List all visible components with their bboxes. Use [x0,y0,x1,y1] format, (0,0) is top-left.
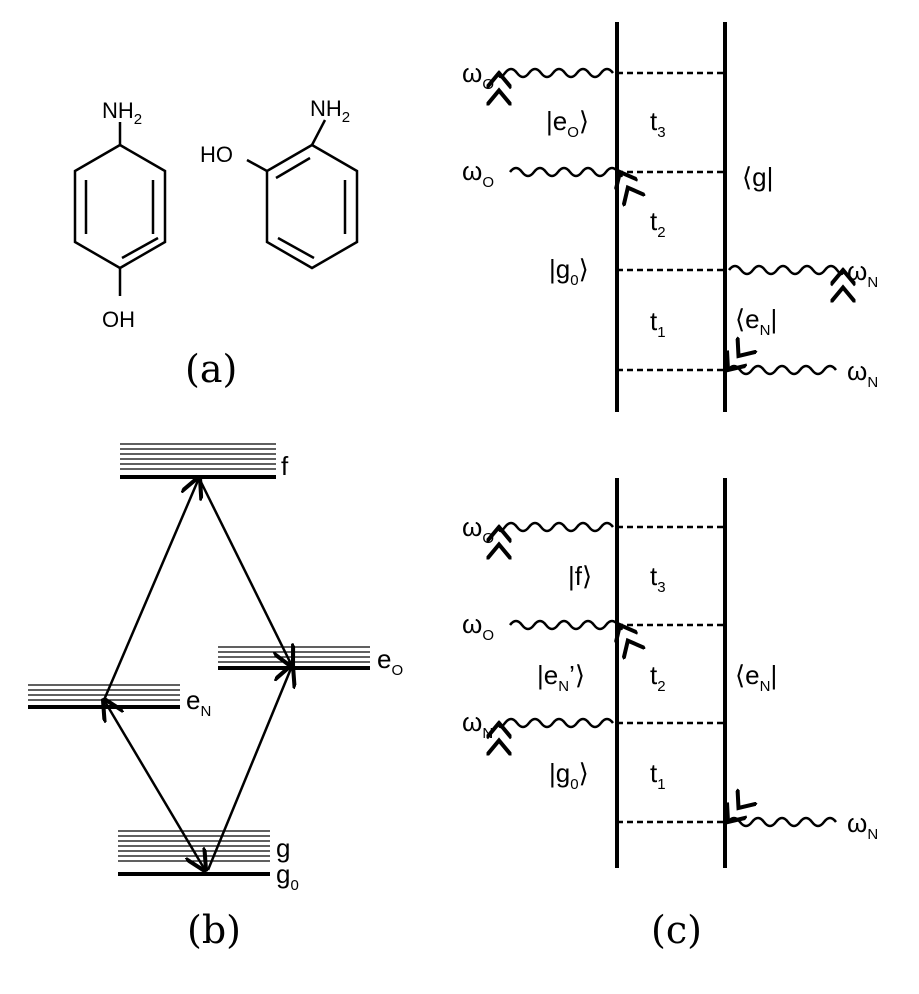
wave-in-omegaO [509,619,622,629]
level-g0-label: g0 [276,859,299,894]
ortho-hydroxyl-label: HO [200,142,233,167]
omegaN-out-label: ωN [462,707,493,742]
bra-eN: ⟨eN| [735,660,777,695]
time-t1: t1 [650,758,666,793]
level-g: g g0 [118,830,299,894]
omegaO-out-label: ωO [462,512,494,547]
time-t3: t3 [650,561,666,596]
ket-g0: |g0⟩ [549,758,589,793]
panel-a: NH2 OH NH2 HO (a) [73,96,359,391]
ket-g0: |g0⟩ [549,254,589,289]
omegaO-out-label: ωO [462,58,494,93]
omegaN-in-label: ωN [847,356,878,391]
panel-b-label: (b) [187,908,241,952]
omegaO-in-label: ωO [462,609,494,644]
ket-eO: |eO⟩ [546,106,589,141]
bra-g: ⟨g| [742,162,773,192]
level-eO-label: eO [377,644,403,679]
time-t2: t2 [650,660,666,695]
ortho-amine-label: NH2 [310,96,350,126]
level-g-label: g [276,833,290,863]
arrow-eO-g0 [206,666,292,871]
wave-in-omegaN [728,818,837,828]
transition-arrows [104,478,292,870]
arrow-f-eO [197,477,292,666]
panel-b: f eN eO g g0 [28,443,403,952]
ortho-aminophenol: NH2 HO [200,96,359,270]
wave-out-omegaN [499,717,614,727]
level-eN: eN [28,684,211,720]
time-t3: t3 [650,106,666,141]
arrow-g0-eN [104,700,205,870]
level-f: f [120,443,289,481]
bra-eN: ⟨eN| [735,304,777,339]
wave-out-omegaO [499,67,614,77]
omegaO-in-label: ωO [462,156,494,191]
feynman-diagram-top: ωO ωO ωN ωN |eO⟩ |g0⟩ ⟨g| ⟨eN| t3 t2 t1 [462,22,878,412]
panel-a-label: (a) [185,347,237,391]
time-t1: t1 [650,306,666,341]
time-t2: t2 [650,206,666,241]
level-eN-label: eN [186,685,211,720]
omegaN-out-label: ωN [847,256,878,291]
wave-out-omegaN [728,264,843,274]
omegaN-in-label: ωN [847,808,878,843]
arrow-eN-f [102,478,199,701]
para-amine-label: NH2 [102,98,142,128]
level-f-label: f [281,451,289,481]
ket-eN-prime: |eN’⟩ [537,660,585,695]
wave-in-omegaO [509,166,622,176]
wave-in-omegaN [728,366,837,376]
level-eO: eO [218,644,403,679]
para-amine-main: NH [102,98,134,123]
wave-out-omegaO [499,521,614,531]
para-hydroxyl-label: OH [102,307,135,332]
feynman-diagram-bottom: ωO ωO ωN ωN |f⟩ |eN’⟩ |g0⟩ ⟨eN| t3 t2 t1… [462,478,878,952]
panel-c-label: (c) [651,908,702,952]
ket-f: |f⟩ [568,561,592,591]
para-aminophenol: NH2 OH [73,98,167,332]
